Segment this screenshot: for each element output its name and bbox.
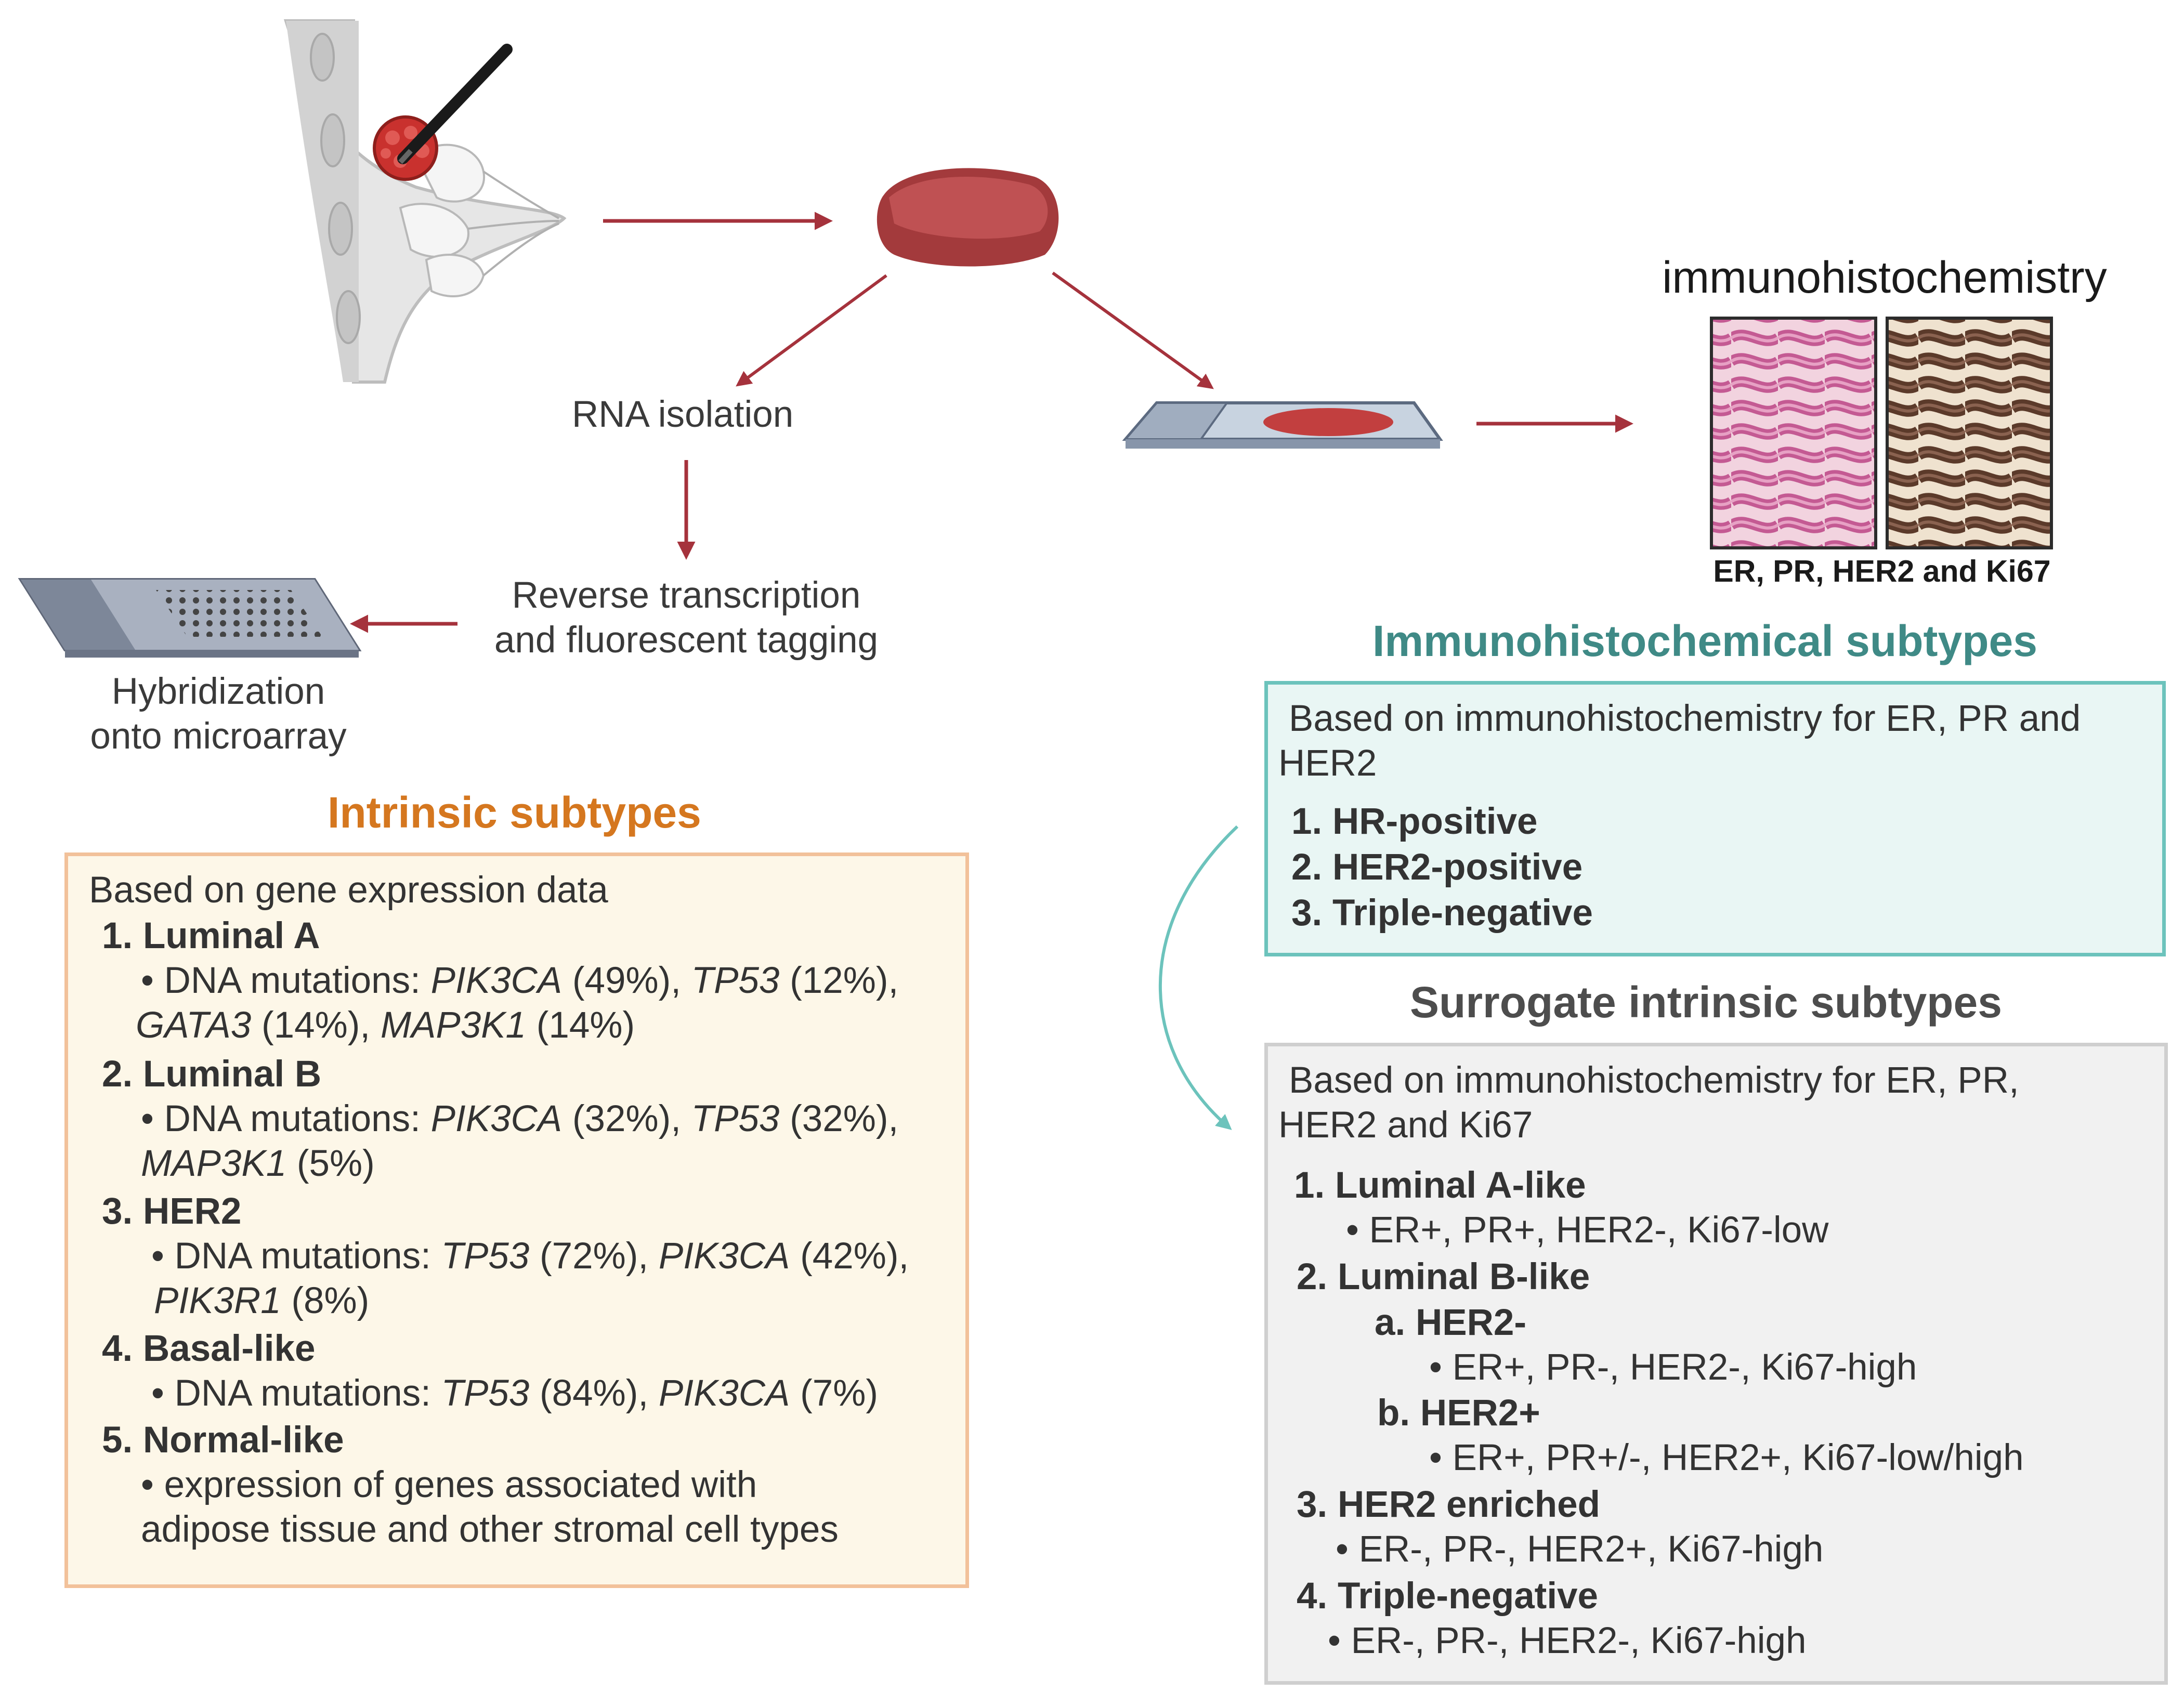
ihc-item-triple-negative: 3. Triple-negative [1291, 893, 1593, 934]
her2-enriched-detail: • ER-, PR-, HER2+, Ki67-high [1336, 1529, 1824, 1570]
surrogate-item-luminal-a-like: 1. Luminal A-like [1294, 1165, 1586, 1206]
luminal-a-mutations-line-1: • DNA mutations: PIK3CA (49%), TP53 (12%… [141, 960, 899, 1001]
reverse-transcription-label-2: and fluorescent tagging [494, 620, 879, 661]
ihc-image-pink [1710, 317, 1877, 549]
ihc-intro-line-2: HER2 [1278, 743, 1377, 784]
surrogate-intro-line-1: Based on immunohistochemistry for ER, PR… [1289, 1060, 2019, 1101]
curved-arrow-to-surrogate [1158, 825, 1239, 1130]
basal-like-mutations-line: • DNA mutations: TP53 (84%), PIK3CA (7%) [151, 1373, 879, 1414]
luminal-b-mutations-line-1: • DNA mutations: PIK3CA (32%), TP53 (32%… [141, 1098, 899, 1139]
normal-like-description-2: adipose tissue and other stromal cell ty… [141, 1509, 839, 1550]
surrogate-intro-line-2: HER2 and Ki67 [1278, 1105, 1533, 1146]
microarray-slide-icon [18, 578, 362, 658]
reverse-transcription-label-1: Reverse transcription [512, 575, 861, 616]
luminal-b-her2-positive-detail: • ER+, PR+/-, HER2+, Ki67-low/high [1429, 1437, 2024, 1478]
luminal-b-mutations-line-2: MAP3K1 (5%) [141, 1143, 375, 1184]
intrinsic-item-normal-like: 5. Normal-like [102, 1420, 344, 1461]
tissue-sample-icon [877, 168, 1059, 267]
ihc-subtypes-box: Based on immunohistochemistry for ER, PR… [1264, 681, 2166, 956]
her2-mutations-line-1: • DNA mutations: TP53 (72%), PIK3CA (42%… [151, 1236, 909, 1277]
luminal-a-mutations-line-2: GATA3 (14%), MAP3K1 (14%) [136, 1005, 635, 1046]
intrinsic-item-basal-like: 4. Basal-like [102, 1328, 316, 1369]
arrow-to-slide [1052, 271, 1214, 389]
ihc-title: immunohistochemistry [1662, 253, 2107, 303]
surrogate-item-luminal-b-like: 2. Luminal B-like [1297, 1256, 1590, 1297]
intrinsic-item-luminal-b: 2. Luminal B [102, 1054, 322, 1095]
luminal-b-her2-negative-detail: • ER+, PR-, HER2-, Ki67-high [1429, 1347, 1917, 1388]
surrogate-heading: Surrogate intrinsic subtypes [1410, 978, 2002, 1027]
hybridization-label-1: Hybridization [111, 671, 325, 712]
intrinsic-heading: Intrinsic subtypes [328, 788, 701, 837]
intrinsic-intro: Based on gene expression data [89, 870, 608, 911]
ihc-markers-label: ER, PR, HER2 and Ki67 [1713, 554, 2051, 588]
luminal-b-sub-her2-negative: a. HER2- [1375, 1302, 1526, 1343]
ihc-item-hr-positive: 1. HR-positive [1291, 801, 1538, 842]
luminal-a-like-detail: • ER+, PR+, HER2-, Ki67-low [1346, 1210, 1829, 1251]
intrinsic-item-her2: 3. HER2 [102, 1191, 242, 1232]
surrogate-item-triple-negative: 4. Triple-negative [1297, 1576, 1599, 1617]
intrinsic-item-luminal-a: 1. Luminal A [102, 915, 320, 956]
ihc-intro-line-1: Based on immunohistochemistry for ER, PR… [1289, 698, 2081, 739]
rna-isolation-label: RNA isolation [572, 394, 794, 435]
intrinsic-subtypes-box: Based on gene expression data 1. Luminal… [64, 852, 969, 1588]
ihc-image-brown [1886, 317, 2053, 549]
surrogate-subtypes-box: Based on immunohistochemistry for ER, PR… [1264, 1043, 2168, 1685]
surrogate-item-her2-enriched: 3. HER2 enriched [1297, 1484, 1600, 1525]
triple-negative-detail: • ER-, PR-, HER2-, Ki67-high [1328, 1620, 1807, 1661]
hybridization-label-2: onto microarray [90, 716, 347, 757]
tissue-slide-icon [1122, 401, 1443, 449]
luminal-b-sub-her2-positive: b. HER2+ [1377, 1393, 1540, 1434]
normal-like-description-1: • expression of genes associated with [141, 1464, 757, 1505]
ihc-subtypes-heading: Immunohistochemical subtypes [1372, 617, 2037, 665]
arrow-to-rna [736, 274, 887, 387]
ihc-item-her2-positive: 2. HER2-positive [1291, 847, 1583, 888]
her2-mutations-line-2: PIK3R1 (8%) [154, 1280, 370, 1321]
breast-biopsy-icon [283, 19, 567, 384]
